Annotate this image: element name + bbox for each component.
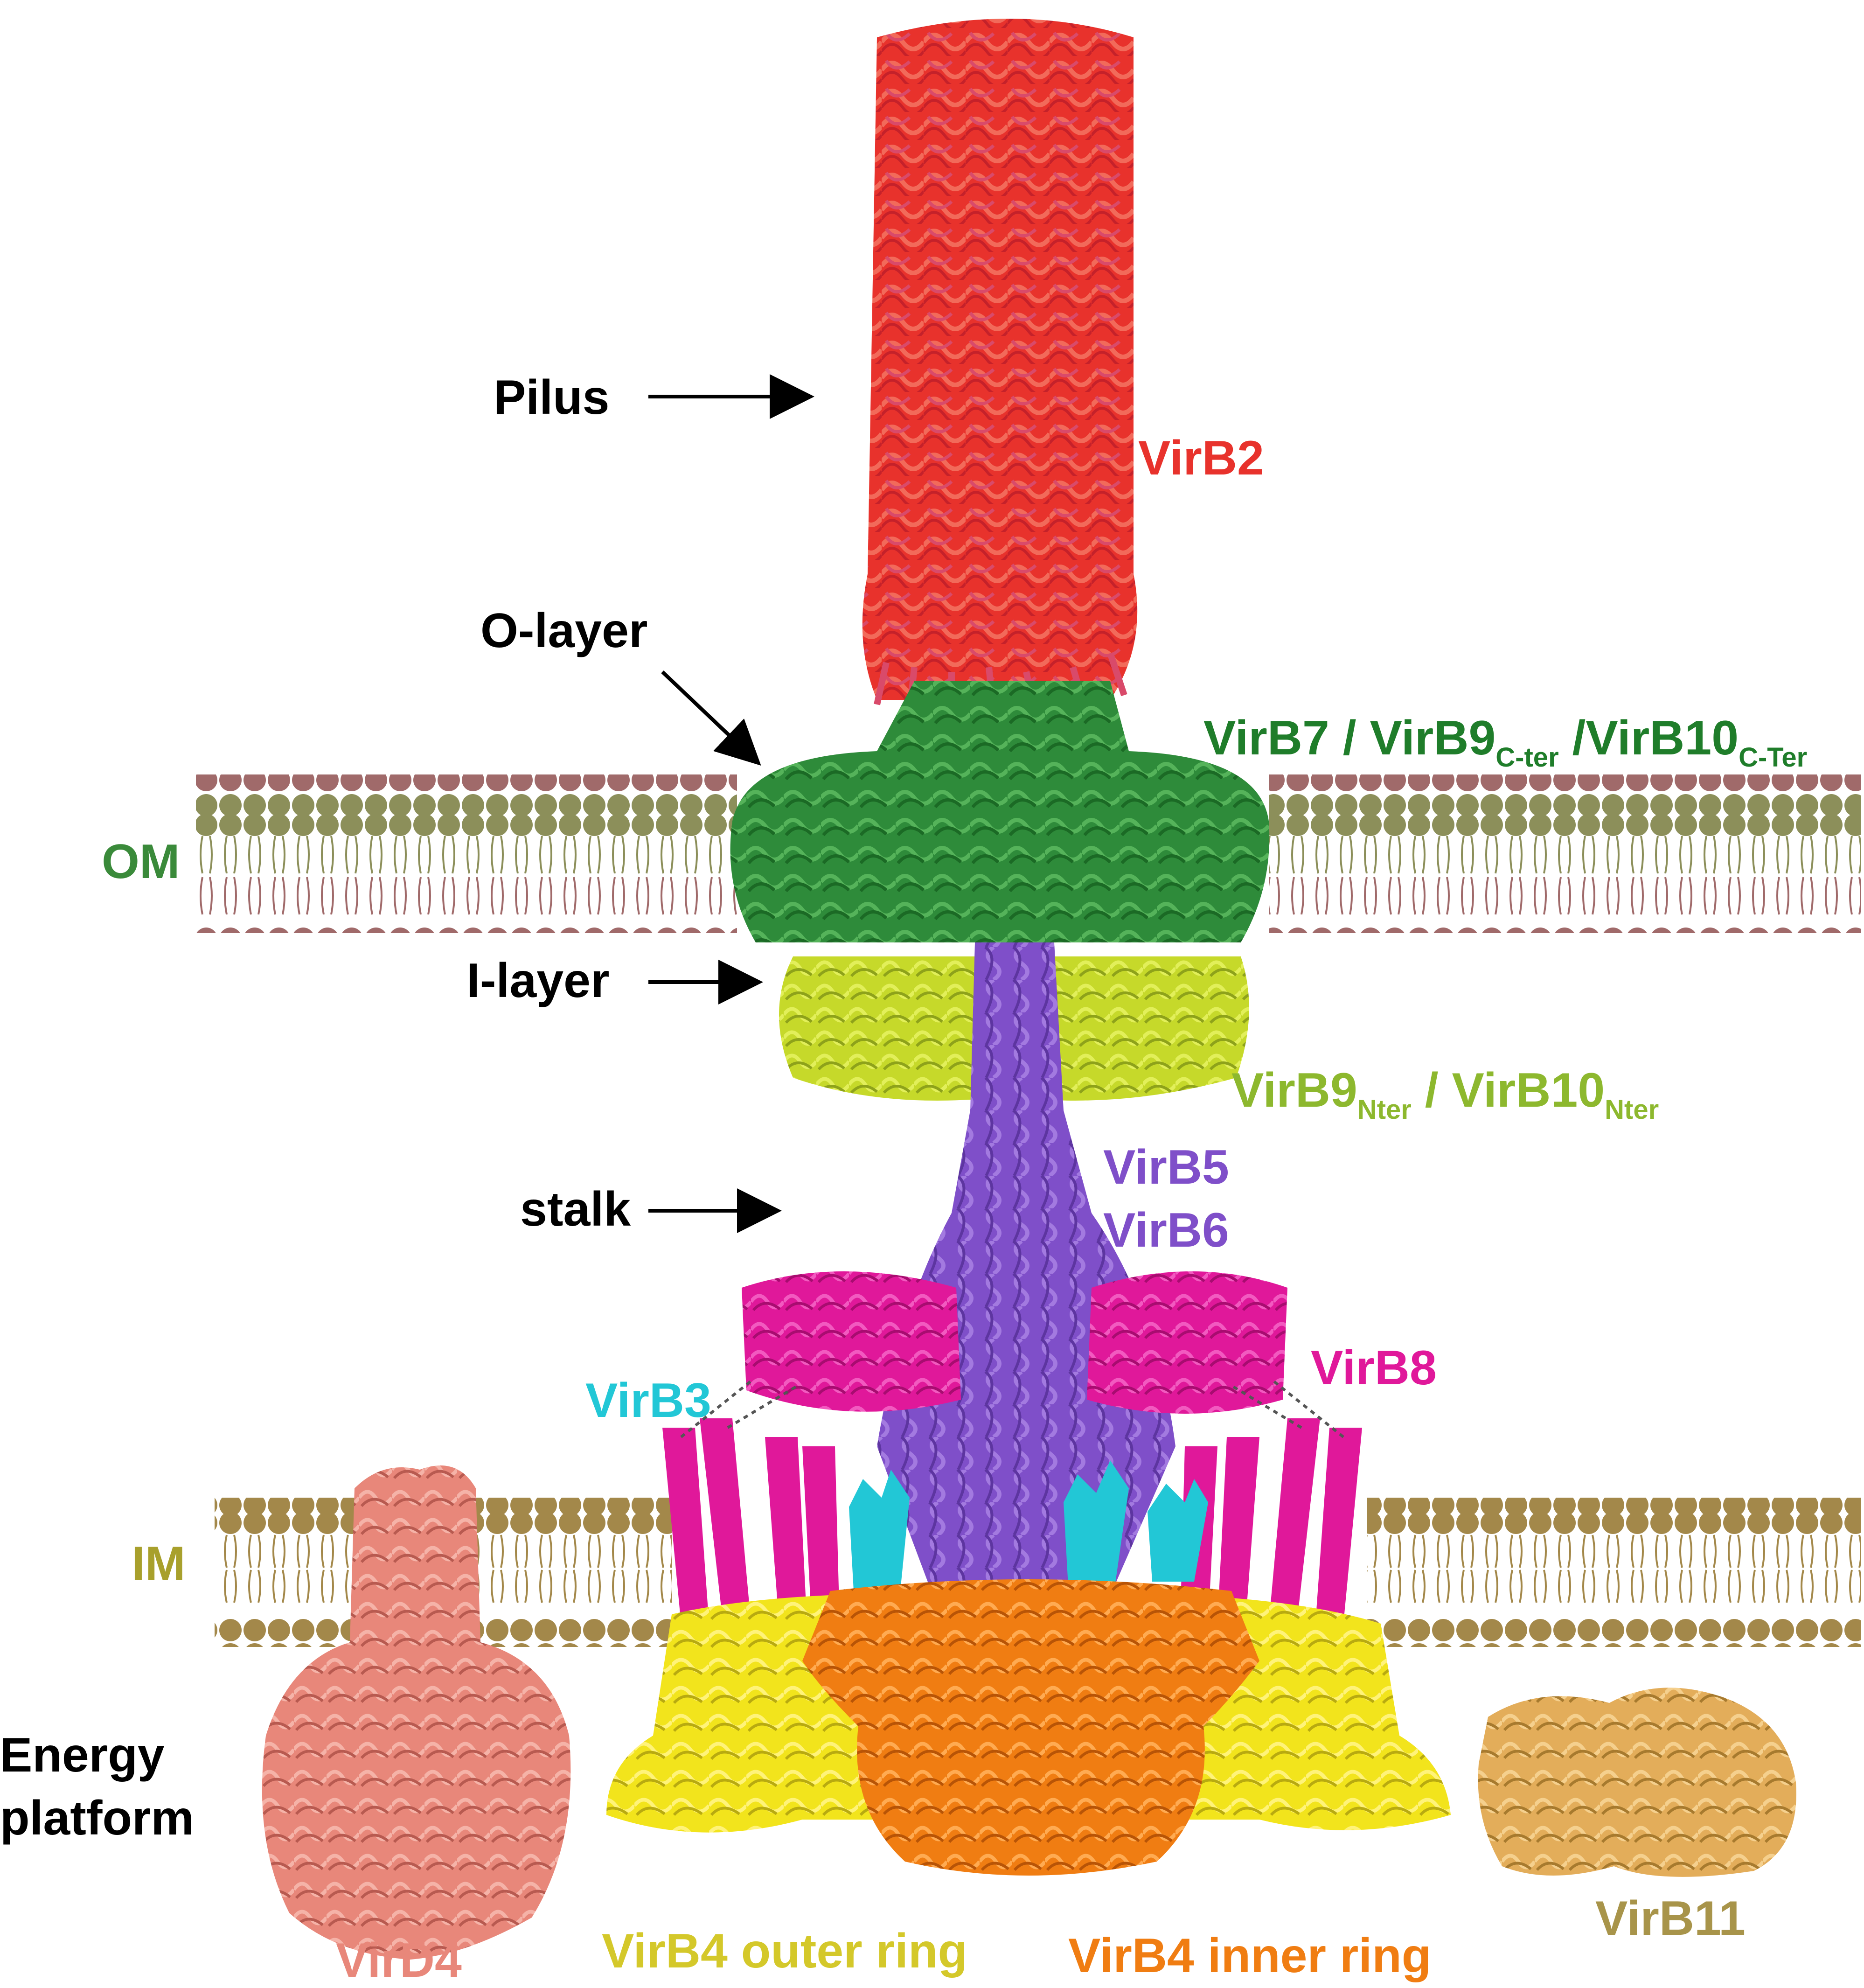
o-layer-structure xyxy=(730,681,1270,942)
virb11-label: VirB11 xyxy=(1595,1891,1746,1946)
virb4-inner-ring-label: VirB4 inner ring xyxy=(1068,1929,1432,1983)
virb2-pilus-structure xyxy=(862,19,1138,700)
energy-platform-label-line2: platform xyxy=(0,1791,194,1845)
virb3-label: VirB3 xyxy=(585,1374,711,1428)
virb10-nter-subscript: Nter xyxy=(1605,1095,1659,1125)
stalk-label: stalk xyxy=(520,1182,631,1236)
virb5-label: VirB5 xyxy=(1103,1140,1229,1194)
o-layer-label: O-layer xyxy=(480,604,648,658)
virb10-text: / VirB10 xyxy=(1411,1063,1605,1117)
virb6-label: VirB6 xyxy=(1103,1203,1229,1257)
virb9-nter-subscript: Nter xyxy=(1357,1095,1412,1125)
virb8-structure xyxy=(662,1271,1362,1624)
virb4-inner-ring-structure xyxy=(802,1579,1259,1876)
virb9-text: VirB9 xyxy=(1231,1063,1357,1117)
stalk-structure xyxy=(877,942,1175,1596)
pilus-label: Pilus xyxy=(494,370,610,425)
virb7-virb9-text: VirB7 / VirB9 xyxy=(1203,711,1496,765)
virb2-label: VirB2 xyxy=(1138,431,1264,485)
virb3-structure xyxy=(849,1460,1208,1591)
virb10-cter-subscript: C-Ter xyxy=(1739,742,1808,773)
virb9-cter-subscript: C-ter xyxy=(1495,742,1559,773)
outer-membrane xyxy=(196,774,1861,933)
i-layer-label: I-layer xyxy=(466,954,610,1008)
virb10-text: /VirB10 xyxy=(1558,711,1739,765)
vird4-label: VirD4 xyxy=(336,1933,462,1988)
om-label: OM xyxy=(102,835,180,889)
virb11-structure xyxy=(1478,1688,1796,1877)
vird4-structure xyxy=(262,1465,571,1960)
inner-membrane xyxy=(215,1498,1861,1647)
virb7-virb9-virb10-cter-label: VirB7 / VirB9C-ter /VirB10C-Ter xyxy=(1203,711,1807,771)
virb4-outer-ring-label: VirB4 outer ring xyxy=(602,1924,968,1978)
o-layer-arrow xyxy=(661,670,761,766)
im-label: IM xyxy=(132,1537,186,1591)
virb9-virb10-nter-label: VirB9Nter / VirB10Nter xyxy=(1231,1063,1659,1123)
virb8-label: VirB8 xyxy=(1311,1341,1437,1395)
energy-platform-label-line1: Energy xyxy=(0,1728,165,1782)
